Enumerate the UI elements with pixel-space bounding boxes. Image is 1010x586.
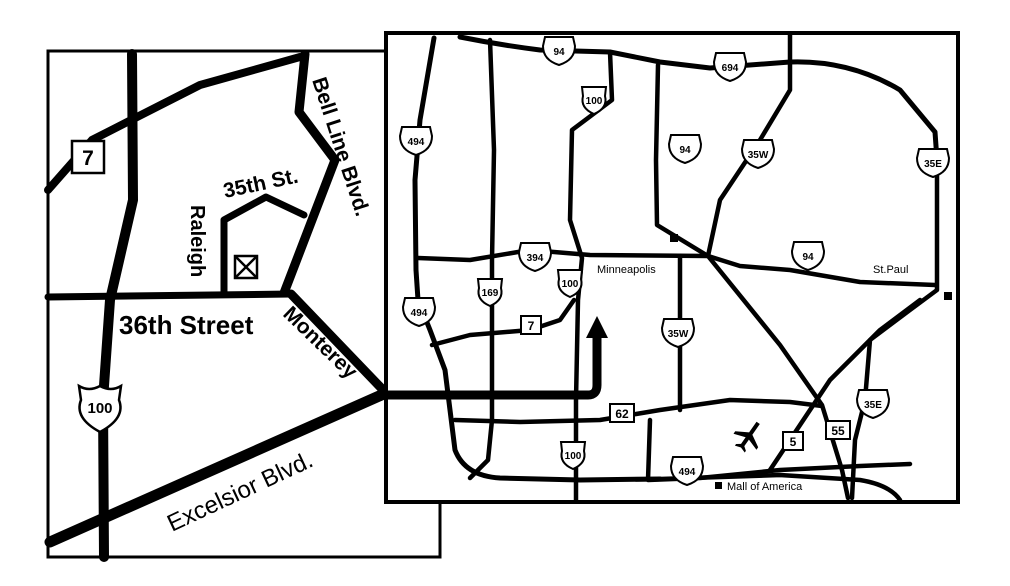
st-paul-label: St.Paul — [873, 264, 908, 276]
monterey-road — [286, 289, 391, 398]
i694-shield: 694 — [712, 52, 748, 83]
svg-text:100: 100 — [586, 96, 603, 107]
us100-mid-shield: 100 — [556, 269, 584, 299]
svg-text:7: 7 — [528, 319, 535, 333]
raleigh-label: Raleigh — [186, 205, 208, 277]
svg-text:55: 55 — [831, 424, 845, 438]
highway-7-shield: 7 — [70, 139, 106, 175]
us100-north-shield: 100 — [580, 86, 608, 116]
i494-west-shield: 494 — [401, 297, 437, 328]
svg-text:35W: 35W — [748, 150, 769, 161]
i94-mid-shield: 94 — [667, 134, 703, 165]
airplane-icon — [733, 421, 760, 453]
35th-st-road — [220, 193, 308, 297]
st-paul-marker — [944, 292, 952, 300]
route-arrow — [381, 316, 608, 400]
i35w-south-shield: 35W — [660, 318, 696, 349]
us100-south-shield: 100 — [559, 441, 587, 471]
i35e-north-shield: 35E — [915, 148, 951, 179]
svg-text:100: 100 — [565, 451, 582, 462]
hwy7-regional-shield: 7 — [520, 315, 542, 335]
svg-text:100: 100 — [562, 279, 579, 290]
destination-marker — [233, 254, 259, 280]
svg-text:169: 169 — [482, 288, 499, 299]
svg-text:5: 5 — [790, 435, 797, 449]
i94-east-shield: 94 — [790, 241, 826, 272]
svg-text:394: 394 — [527, 253, 544, 264]
minneapolis-label: Minneapolis — [597, 264, 656, 276]
us-100-number: 100 — [87, 400, 112, 417]
us169-shield: 169 — [476, 278, 504, 308]
svg-text:94: 94 — [802, 252, 814, 263]
i394-shield: 394 — [517, 242, 553, 273]
i94-top-shield: 94 — [541, 36, 577, 67]
svg-text:94: 94 — [679, 145, 691, 156]
svg-text:94: 94 — [553, 47, 565, 58]
36th-street-label: 36th Street — [119, 310, 254, 340]
i494-nw-shield: 494 — [398, 126, 434, 157]
i35w-north-shield: 35W — [740, 139, 776, 170]
minneapolis-marker — [670, 234, 678, 242]
local-map: Bell Line Blvd. 35th St. Raleigh 36th St… — [44, 49, 442, 562]
bell-line-blvd-road — [279, 49, 340, 298]
regional-map: Minneapolis St.Paul Mall of America 94 6… — [381, 31, 960, 504]
mall-of-america-label: Mall of America — [727, 481, 803, 493]
svg-text:494: 494 — [411, 308, 428, 319]
highway-7-road — [44, 53, 304, 194]
hwy62-shield: 62 — [609, 403, 635, 423]
regional-map-frame — [384, 31, 960, 504]
highway-100-road — [98, 49, 138, 562]
svg-text:62: 62 — [615, 407, 629, 421]
svg-text:35W: 35W — [668, 329, 689, 340]
mall-of-america-marker — [715, 482, 722, 489]
svg-text:694: 694 — [722, 63, 739, 74]
svg-text:494: 494 — [679, 467, 696, 478]
hwy55-shield: 55 — [825, 420, 851, 440]
svg-text:494: 494 — [408, 137, 425, 148]
highway-7-number: 7 — [82, 147, 94, 170]
us-100-shield: 100 — [77, 383, 123, 434]
i494-south-shield: 494 — [669, 456, 705, 487]
36th-street-road — [44, 290, 295, 301]
svg-text:35E: 35E — [924, 159, 942, 170]
hwy5-shield: 5 — [782, 431, 804, 451]
excelsior-blvd-road — [44, 387, 392, 548]
i35e-south-shield: 35E — [855, 389, 891, 420]
svg-text:35E: 35E — [864, 400, 882, 411]
